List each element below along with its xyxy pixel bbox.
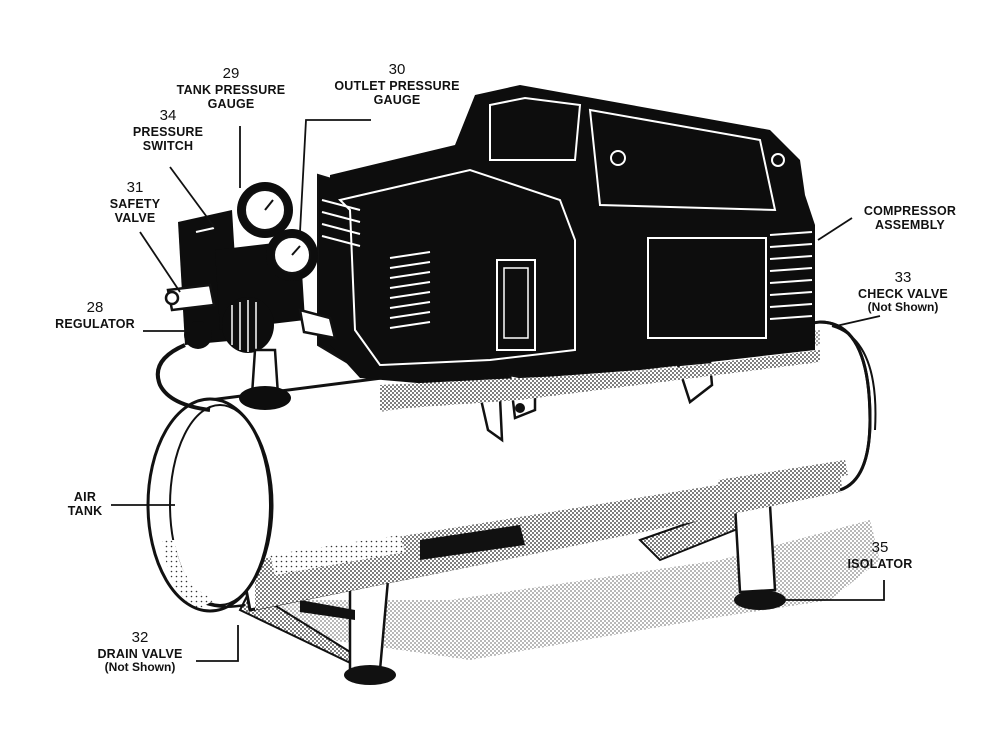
part-name: CHECK VALVE: [858, 286, 948, 301]
rear-stand: [638, 503, 786, 610]
leader-lines: [111, 119, 885, 662]
part-name: COMPRESSOR: [863, 204, 957, 218]
label-drain-valve: 32 DRAIN VALVE (Not Shown): [82, 629, 198, 674]
label-compressor-assembly: COMPRESSOR ASSEMBLY: [852, 204, 968, 232]
part-number: 35: [871, 539, 889, 556]
label-outlet-pressure-gauge: 30 OUTLET PRESSURE GAUGE: [322, 61, 472, 107]
part-name: SAFETY: [109, 196, 161, 211]
part-name: SWITCH: [142, 138, 194, 153]
part-number: 30: [388, 61, 406, 78]
part-note: (Not Shown): [867, 299, 939, 314]
part-name: ISOLATOR: [847, 556, 913, 571]
part-name: PRESSURE: [132, 124, 204, 139]
part-name: DRAIN VALVE: [97, 646, 183, 661]
label-check-valve: 33 CHECK VALVE (Not Shown): [848, 269, 958, 314]
part-name: VALVE: [114, 210, 156, 225]
part-number: 33: [894, 269, 912, 286]
part-number: 32: [131, 629, 149, 646]
part-number: 34: [159, 107, 177, 124]
part-name: TANK: [67, 504, 103, 518]
part-name: REGULATOR: [55, 316, 135, 331]
label-air-tank: AIR TANK: [60, 490, 110, 518]
part-name: GAUGE: [373, 92, 421, 107]
part-number: 31: [126, 179, 144, 196]
part-name: AIR: [73, 490, 97, 504]
label-isolator: 35 ISOLATOR: [832, 539, 928, 571]
part-note: (Not Shown): [104, 659, 176, 674]
controls-manifold: [155, 182, 337, 412]
part-name: TANK PRESSURE: [176, 82, 286, 97]
label-pressure-switch: 34 PRESSURE SWITCH: [120, 107, 216, 153]
part-name: GAUGE: [207, 96, 255, 111]
part-name: OUTLET PRESSURE: [334, 78, 460, 93]
label-regulator: 28 REGULATOR: [48, 299, 142, 331]
label-tank-pressure-gauge: 29 TANK PRESSURE GAUGE: [172, 65, 290, 111]
part-number: 29: [222, 65, 240, 82]
label-safety-valve: 31 SAFETY VALVE: [100, 179, 170, 225]
part-number: 28: [86, 299, 104, 316]
part-name: ASSEMBLY: [875, 218, 945, 232]
